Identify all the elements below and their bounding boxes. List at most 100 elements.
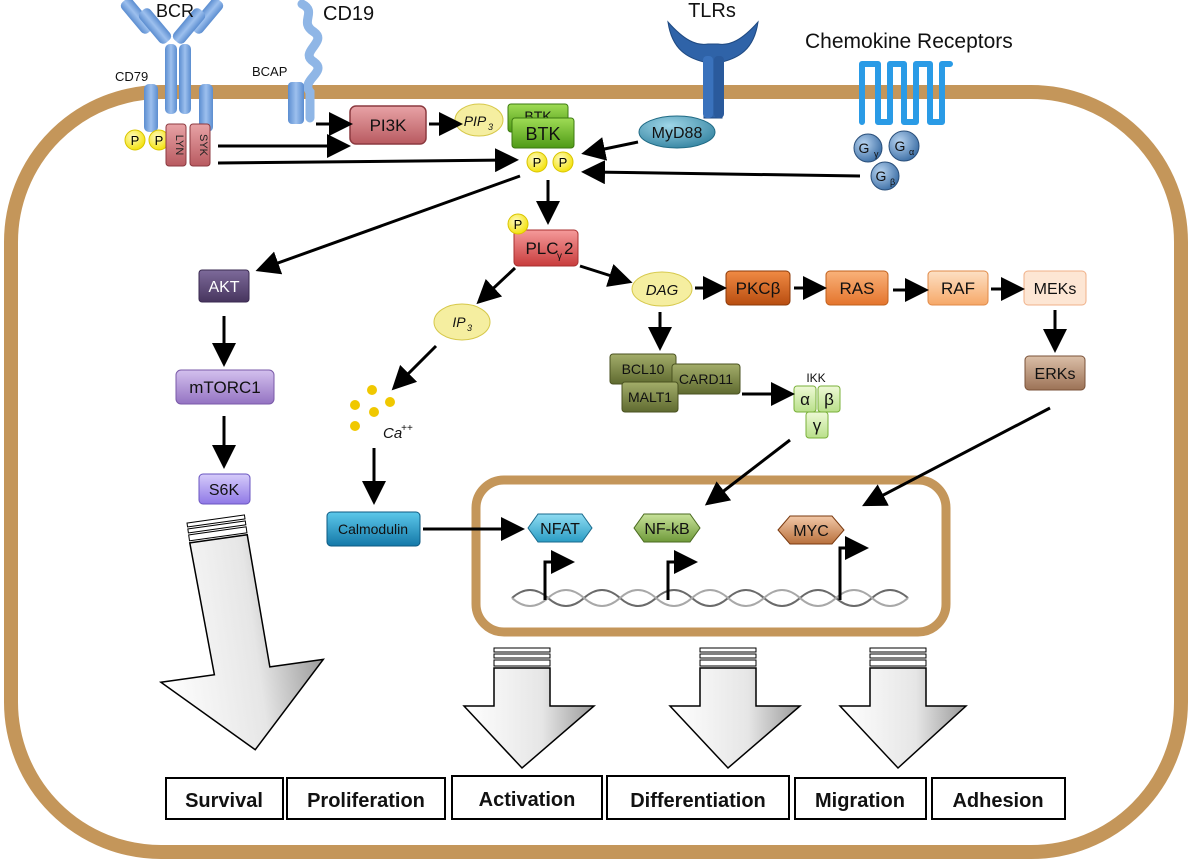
raf-node: RAF: [927, 270, 989, 306]
plcg2-label: PLC: [525, 239, 558, 258]
lyn-node: LYN: [165, 123, 187, 167]
svg-text:Proliferation: Proliferation: [307, 790, 425, 812]
ikk-label: IKK: [806, 371, 825, 385]
svg-text:P: P: [514, 217, 523, 232]
cell-membrane: [4, 85, 1188, 859]
malt1-label: MALT1: [628, 389, 672, 405]
cd79-phospho: P P: [124, 129, 170, 151]
btk-phospho: P P: [526, 151, 574, 173]
svg-text:Adhesion: Adhesion: [952, 790, 1043, 812]
meks-label: MEKs: [1034, 281, 1077, 298]
calmodulin-label: Calmodulin: [338, 521, 408, 537]
svg-text:2: 2: [564, 239, 573, 258]
plcg2-phospho: P: [507, 213, 529, 235]
g-gamma-label: G: [859, 140, 870, 156]
g-alpha-label: G: [895, 138, 906, 154]
cd79-label: CD79: [115, 69, 148, 84]
svg-text:P: P: [559, 155, 568, 170]
differentiation-big-arrow: [668, 647, 803, 770]
pi3k-label: PI3K: [370, 116, 408, 135]
ikk-complex: α β γ: [793, 385, 841, 439]
svg-text:Activation: Activation: [479, 789, 576, 811]
svg-text:β: β: [890, 177, 895, 187]
svg-text:3: 3: [488, 122, 493, 132]
raf-label: RAF: [941, 279, 975, 298]
btk-node: BTK: [511, 117, 575, 149]
pip3-label: PIP: [464, 113, 487, 129]
myc-node: MYC: [777, 515, 845, 545]
svg-text:++: ++: [401, 423, 413, 434]
bcr-receptor: [120, 0, 224, 132]
bcap-node: [288, 82, 304, 124]
card11-label: CARD11: [679, 371, 733, 387]
bcr-label: BCR: [156, 1, 194, 21]
nfkb-node: NF-kB: [633, 513, 701, 543]
pi3k-node: PI3K: [349, 105, 427, 145]
svg-text:Differentiation: Differentiation: [630, 790, 766, 812]
ip3-node: IP 3: [433, 303, 491, 341]
svg-text:3: 3: [467, 323, 472, 333]
chemokine-label: Chemokine Receptors: [805, 30, 1013, 53]
calmodulin-node: Calmodulin: [326, 511, 421, 547]
cd19-receptor: [288, 0, 323, 124]
outcome-adhesion: Adhesion: [931, 777, 1066, 820]
cd19-label: CD19: [323, 3, 374, 25]
outcome-differentiation: Differentiation: [606, 775, 790, 820]
ip3-label: IP: [452, 314, 466, 330]
nfat-node: NFAT: [527, 513, 593, 543]
pkcb-node: PKCβ: [725, 270, 791, 306]
svg-text:Survival: Survival: [185, 790, 263, 812]
nfkb-label: NF-kB: [644, 521, 689, 538]
erks-node: ERKs: [1024, 355, 1086, 391]
tlr-receptor: [667, 20, 759, 119]
s6k-node: S6K: [198, 473, 251, 505]
ras-label: RAS: [840, 279, 875, 298]
akt-node: AKT: [198, 269, 250, 303]
promoter-arrows: [543, 536, 869, 600]
migration-big-arrow: [838, 647, 968, 770]
syk-label: SYK: [197, 134, 209, 157]
phospho-label: P: [131, 133, 140, 148]
malt1-node: MALT1: [621, 381, 679, 413]
mtorc1-label: mTORC1: [189, 378, 260, 397]
chemokine-receptor: [859, 61, 953, 125]
survival-big-arrow: [158, 514, 326, 751]
svg-text:α: α: [800, 390, 810, 409]
myd88-node: MyD88: [638, 115, 716, 149]
svg-text:γ: γ: [874, 149, 879, 159]
bcl10-label: BCL10: [622, 361, 665, 377]
g-beta-label: G: [876, 168, 887, 184]
svg-text:β: β: [824, 390, 834, 409]
plcg2-node: PLC γ 2: [513, 229, 579, 267]
g-protein: G γ G α G β: [853, 130, 920, 191]
nucleus: [471, 475, 951, 637]
myd88-label: MyD88: [652, 125, 703, 142]
nfat-label: NFAT: [540, 521, 580, 538]
outcome-migration: Migration: [794, 777, 927, 820]
svg-text:α: α: [909, 147, 914, 157]
dag-label: DAG: [646, 282, 679, 299]
svg-text:Migration: Migration: [815, 790, 905, 812]
dag-node: DAG: [631, 271, 693, 307]
outcome-activation: Activation: [451, 775, 603, 820]
meks-node: MEKs: [1023, 270, 1087, 306]
signaling-arrows: [212, 112, 1067, 541]
calcium-label: Ca: [383, 425, 402, 442]
tlrs-label: TLRs: [688, 0, 736, 22]
outcome-survival: Survival: [165, 777, 284, 820]
lyn-label: LYN: [173, 135, 185, 156]
svg-text:γ: γ: [813, 416, 822, 435]
cd79-chain: [144, 84, 158, 132]
myc-label: MYC: [793, 523, 829, 540]
bcap-label: BCAP: [252, 64, 287, 79]
bcl10-node: BCL10: [609, 353, 677, 385]
ras-node: RAS: [825, 270, 889, 306]
svg-text:P: P: [533, 155, 542, 170]
erks-label: ERKs: [1035, 366, 1076, 383]
syk-node: SYK: [189, 123, 211, 167]
svg-text:γ: γ: [557, 251, 562, 262]
phospho-label: P: [155, 133, 164, 148]
calcium-ions: [350, 385, 395, 431]
mtorc1-node: mTORC1: [175, 369, 275, 405]
pkcb-label: PKCβ: [736, 279, 781, 298]
